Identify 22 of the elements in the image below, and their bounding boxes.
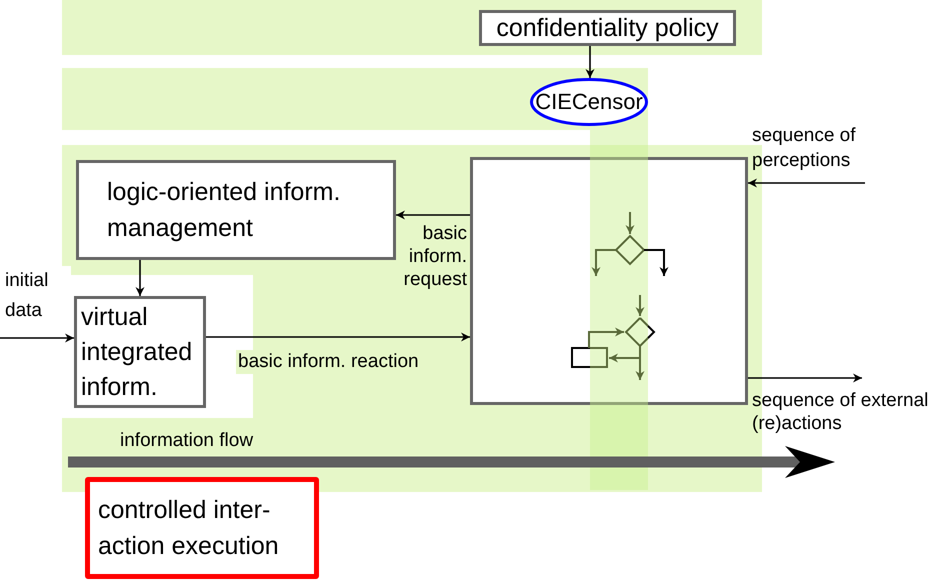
- flow-label: information flow: [120, 430, 254, 452]
- arrow: [206, 332, 470, 342]
- node-text: logic-oriented inform. management: [106, 176, 342, 244]
- arrow: [136, 260, 144, 296]
- node-text: confidentiality policy: [495, 16, 720, 40]
- layer-band: [590, 130, 648, 490]
- arrow: [0, 334, 74, 342]
- annotation-text: sequence of perceptions: [752, 124, 857, 173]
- arrow: [396, 210, 470, 220]
- arrow: [748, 374, 862, 382]
- censor-ellipse: [530, 78, 648, 126]
- process-box: [74, 296, 206, 408]
- node-text: virtual integrated inform.: [80, 302, 194, 402]
- node-text: CIECensor: [535, 91, 643, 113]
- node-text: controlled inter- action execution: [97, 494, 280, 562]
- annotation-text: sequence of external (re)actions: [752, 388, 930, 436]
- process-box: [479, 10, 736, 46]
- arrow: [586, 46, 594, 78]
- process-box: [76, 160, 396, 260]
- arrow: [748, 178, 865, 188]
- component-box: [470, 157, 748, 405]
- highlight-box: [85, 477, 319, 579]
